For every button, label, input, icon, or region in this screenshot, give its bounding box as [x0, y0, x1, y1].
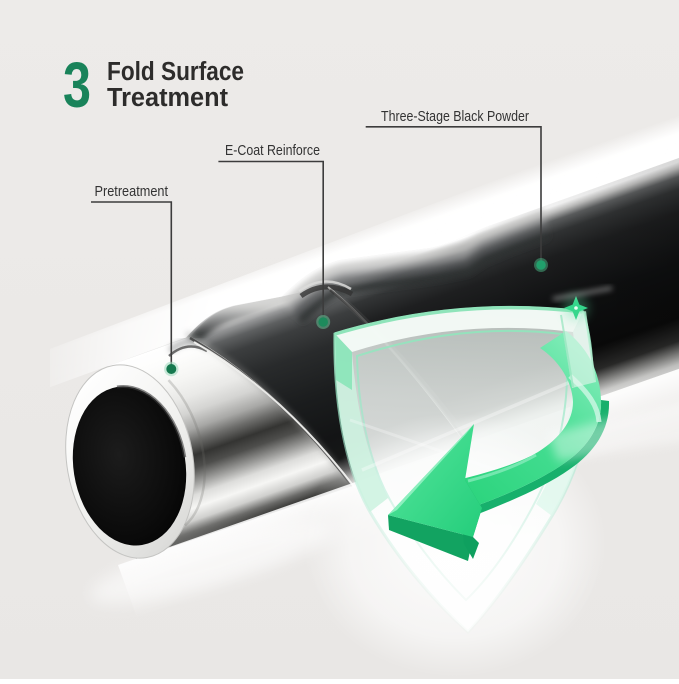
svg-text:Three-Stage Black Powder: Three-Stage Black Powder [381, 109, 529, 125]
svg-text:Treatment: Treatment [107, 84, 229, 112]
svg-text:Pretreatment: Pretreatment [95, 184, 169, 200]
svg-text:E-Coat Reinforce: E-Coat Reinforce [225, 143, 320, 159]
svg-text:Fold Surface: Fold Surface [107, 58, 244, 86]
svg-text:3: 3 [63, 49, 91, 121]
